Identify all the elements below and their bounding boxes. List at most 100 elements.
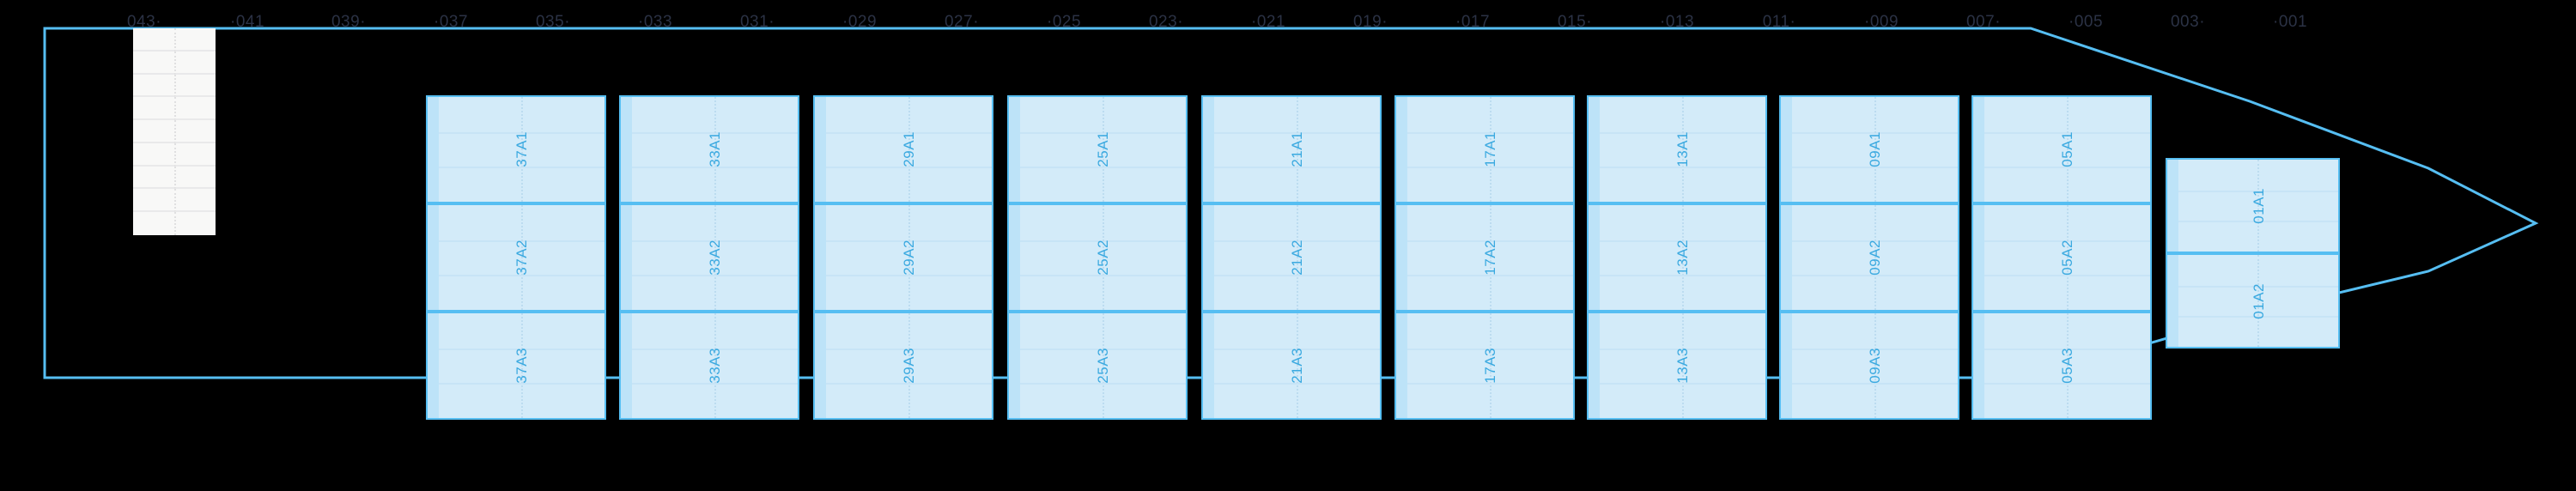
container-cell-29A3[interactable]: 29A3 xyxy=(813,312,993,420)
container-cell-29A2[interactable]: 29A2 xyxy=(813,203,993,312)
cell-body: 37A3 xyxy=(439,313,605,418)
deckhouse-cell xyxy=(133,212,174,235)
bay-tick-label: 005 xyxy=(2074,13,2104,31)
container-cell-37A2[interactable]: 37A2 xyxy=(426,203,606,312)
bay-tick-label: 041 xyxy=(235,13,265,31)
cell-side-strip xyxy=(1009,97,1020,202)
cell-side-strip xyxy=(621,313,632,418)
cell-centerline-icon xyxy=(1874,97,1876,202)
bay-tick-021: ·021 xyxy=(1251,14,1285,30)
container-cell-29A1[interactable]: 29A1 xyxy=(813,95,993,203)
cell-centerline-icon xyxy=(714,205,716,310)
container-cell-37A1[interactable]: 37A1 xyxy=(426,95,606,203)
cell-body: 25A2 xyxy=(1020,205,1186,310)
deckhouse-cell xyxy=(133,142,174,167)
bay-tick-label: 029 xyxy=(848,13,878,31)
cell-centerline-icon xyxy=(1102,205,1104,310)
cell-centerline-icon xyxy=(1489,97,1492,202)
deckhouse-cell xyxy=(133,97,174,121)
cell-body: 01A2 xyxy=(2178,255,2338,347)
container-cell-05A1[interactable]: 05A1 xyxy=(1971,95,2152,203)
cell-body: 29A1 xyxy=(826,97,992,202)
tick-dot-icon: · xyxy=(1177,13,1184,31)
container-cell-13A1[interactable]: 13A1 xyxy=(1587,95,1767,203)
container-cell-09A1[interactable]: 09A1 xyxy=(1779,95,1959,203)
cell-body: 21A2 xyxy=(1214,205,1380,310)
container-cell-33A1[interactable]: 33A1 xyxy=(619,95,799,203)
bay-tick-label: 039 xyxy=(331,13,361,31)
bay-tick-label: 007 xyxy=(1965,13,1996,31)
cell-body: 25A3 xyxy=(1020,313,1186,418)
bay-tick-label: 003 xyxy=(2170,13,2200,31)
cell-side-strip xyxy=(1203,313,1214,418)
bay-tick-label: 037 xyxy=(439,13,469,31)
cell-centerline-icon xyxy=(908,313,910,418)
container-cell-37A3[interactable]: 37A3 xyxy=(426,312,606,420)
cell-side-strip xyxy=(815,205,826,310)
tick-dot-icon: · xyxy=(155,13,162,31)
cell-centerline-icon xyxy=(520,97,523,202)
container-cell-33A3[interactable]: 33A3 xyxy=(619,312,799,420)
bay-tick-003: 003· xyxy=(2171,14,2205,30)
tick-dot-icon: · xyxy=(1659,13,1666,31)
container-cell-25A3[interactable]: 25A3 xyxy=(1007,312,1188,420)
cell-side-strip xyxy=(1396,313,1407,418)
container-cell-13A3[interactable]: 13A3 xyxy=(1587,312,1767,420)
container-cell-01A2[interactable]: 01A2 xyxy=(2166,253,2340,349)
cell-centerline-icon xyxy=(1681,97,1684,202)
tick-dot-icon: · xyxy=(1789,13,1796,31)
cell-body: 05A2 xyxy=(1984,205,2150,310)
container-cell-21A2[interactable]: 21A2 xyxy=(1201,203,1382,312)
container-cell-01A1[interactable]: 01A1 xyxy=(2166,158,2340,253)
container-cell-05A3[interactable]: 05A3 xyxy=(1971,312,2152,420)
bay-tick-033: ·033 xyxy=(638,14,672,30)
deckhouse-cell xyxy=(133,28,174,52)
container-cell-05A2[interactable]: 05A2 xyxy=(1971,203,2152,312)
container-cell-21A3[interactable]: 21A3 xyxy=(1201,312,1382,420)
bay-tick-label: 009 xyxy=(1869,13,1899,31)
tick-dot-icon: · xyxy=(564,13,571,31)
container-cell-13A2[interactable]: 13A2 xyxy=(1587,203,1767,312)
container-cell-17A3[interactable]: 17A3 xyxy=(1394,312,1575,420)
tick-dot-icon: · xyxy=(2199,13,2206,31)
container-cell-25A1[interactable]: 25A1 xyxy=(1007,95,1188,203)
container-cell-17A1[interactable]: 17A1 xyxy=(1394,95,1575,203)
deckhouse-cell xyxy=(133,51,174,75)
bay-block-21[interactable]: 21A1 21A2 21A3 xyxy=(1201,95,1382,420)
container-cell-label: 21A2 xyxy=(1289,239,1305,276)
cell-side-strip xyxy=(1973,205,1984,310)
bay-tick-037: ·037 xyxy=(434,14,468,30)
container-cell-25A2[interactable]: 25A2 xyxy=(1007,203,1188,312)
container-cell-09A2[interactable]: 09A2 xyxy=(1779,203,1959,312)
container-cell-label: 25A1 xyxy=(1095,131,1111,167)
container-cell-33A2[interactable]: 33A2 xyxy=(619,203,799,312)
container-cell-09A3[interactable]: 09A3 xyxy=(1779,312,1959,420)
cell-body: 13A3 xyxy=(1600,313,1765,418)
cell-centerline-icon xyxy=(1296,97,1298,202)
cell-side-strip xyxy=(1973,97,1984,202)
container-cell-21A1[interactable]: 21A1 xyxy=(1201,95,1382,203)
cell-centerline-icon xyxy=(520,313,523,418)
container-cell-17A2[interactable]: 17A2 xyxy=(1394,203,1575,312)
tick-dot-icon: · xyxy=(1382,13,1388,31)
tick-dot-icon: · xyxy=(841,13,848,31)
cell-body: 21A1 xyxy=(1214,97,1380,202)
deckhouse-cell xyxy=(174,142,216,167)
bay-tick-label: 013 xyxy=(1665,13,1695,31)
cell-body: 13A2 xyxy=(1600,205,1765,310)
container-cell-label: 21A3 xyxy=(1289,348,1305,384)
cell-side-strip xyxy=(1396,97,1407,202)
cell-side-strip xyxy=(815,97,826,202)
cell-side-strip xyxy=(1589,97,1600,202)
cell-side-strip xyxy=(1781,205,1792,310)
cell-body: 33A1 xyxy=(632,97,798,202)
